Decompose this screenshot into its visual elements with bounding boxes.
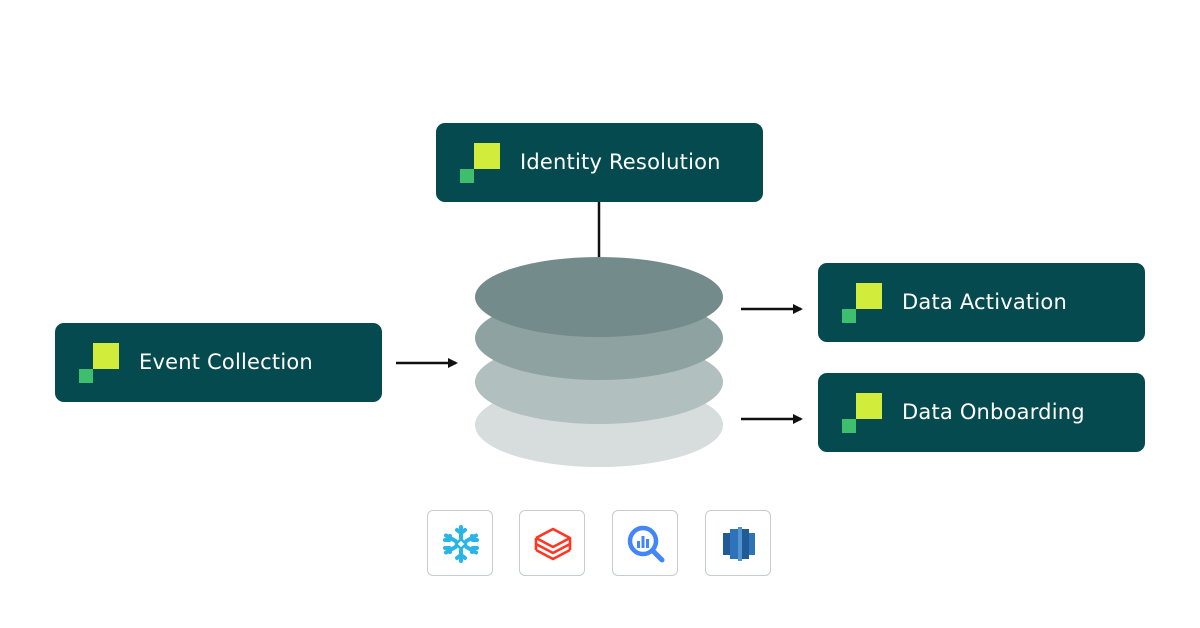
snowflake-tile (427, 510, 493, 576)
data-activation-card: Data Activation (818, 263, 1145, 342)
event-collection-label: Event Collection (139, 350, 313, 374)
databricks-tile (519, 510, 585, 576)
brand-squares-icon (460, 143, 500, 183)
data-onboarding-card: Data Onboarding (818, 373, 1145, 452)
snowflake-icon (443, 525, 479, 563)
redshift-icon (723, 527, 755, 561)
redshift-tile (705, 510, 771, 576)
data-activation-label: Data Activation (902, 290, 1067, 314)
event-collection-card: Event Collection (55, 323, 382, 402)
brand-squares-icon (842, 393, 882, 433)
identity-resolution-label: Identity Resolution (520, 150, 721, 174)
database-layer-1 (475, 257, 723, 337)
database-stack-icon (475, 257, 723, 467)
bigquery-tile (612, 510, 678, 576)
databricks-icon (534, 527, 572, 561)
brand-squares-icon (79, 343, 119, 383)
bigquery-icon (627, 525, 665, 563)
identity-resolution-card: Identity Resolution (436, 123, 763, 202)
brand-squares-icon (842, 283, 882, 323)
data-onboarding-label: Data Onboarding (902, 400, 1085, 424)
